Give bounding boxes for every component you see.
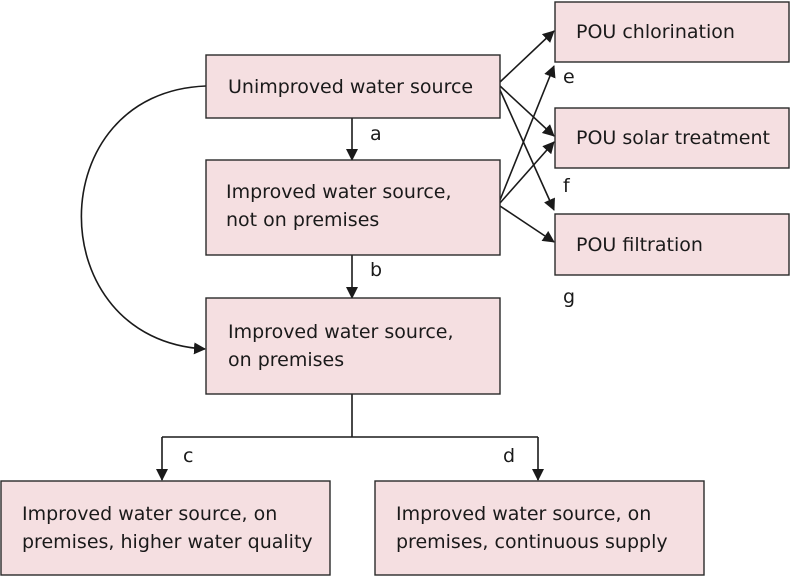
edge-notpremises-chlorination [499,65,556,201]
edge-notpremises-filtration [499,205,555,243]
edge-curve-direct [80,85,207,355]
node-unimproved-line-1: Unimproved water source [228,76,473,98]
node-continuous-supply: Improved water source, on premises, cont… [374,480,705,576]
node-higher-quality-line-1: Improved water source, on [22,503,277,525]
node-continuous-supply-line-2: premises, continuous supply [396,531,668,553]
svg-text:POU filtration: POU filtration [576,234,703,256]
node-higher-quality: Improved water source, on premises, high… [0,480,331,576]
svg-text:Improved water source, o: Improved water source, on premises [228,321,460,371]
edge-label-e: e [563,66,575,88]
node-pou-solar-line-1: POU solar treatment [576,127,770,149]
node-improved-premises: Improved water source, on premises [205,297,501,395]
edge-label-a: a [370,123,382,145]
svg-text:POU chlorination: POU chlorination [576,21,735,43]
edge-notpremises-solar [499,141,555,204]
edge-label-b: b [370,259,382,281]
node-improved-not-premises: Improved water source, not on premises [205,159,501,256]
svg-text:POU solar treatment: POU solar treatment [576,127,770,149]
edge-unimproved-solar [499,85,555,137]
edge-label-g: g [563,286,575,308]
node-improved-not-premises-line-2: not on premises [226,209,379,231]
edge-label-d: d [503,445,515,467]
edge-unimproved-filtration [499,89,555,211]
node-pou-filtration-line-1: POU filtration [576,234,703,256]
node-pou-chlorination-line-1: POU chlorination [576,21,735,43]
node-improved-premises-line-1: Improved water source, [228,321,454,343]
node-pou-chlorination: POU chlorination [554,1,790,63]
edge-labels: a b c d e f g [183,66,575,467]
node-pou-filtration: POU filtration [554,213,790,276]
node-pou-solar: POU solar treatment [554,107,790,169]
svg-text:Unimproved water source: Unimproved water source [228,76,473,98]
svg-text:Improved water source, on: Improved water source, on premises, high… [22,503,313,553]
node-higher-quality-line-2: premises, higher water quality [22,531,313,553]
edge-label-f: f [563,175,571,197]
svg-text:Improved water source, on: Improved water source, on premises, cont… [396,503,668,553]
node-continuous-supply-line-1: Improved water source, on [396,503,651,525]
edge-unimproved-chlorination [499,30,555,83]
svg-text:Improved water source, n: Improved water source, not on premises [226,181,458,231]
edges [80,30,556,481]
node-improved-not-premises-line-1: Improved water source, [226,181,452,203]
edge-label-c: c [183,445,193,467]
node-improved-premises-line-2: on premises [228,349,344,371]
node-unimproved: Unimproved water source [205,54,501,119]
